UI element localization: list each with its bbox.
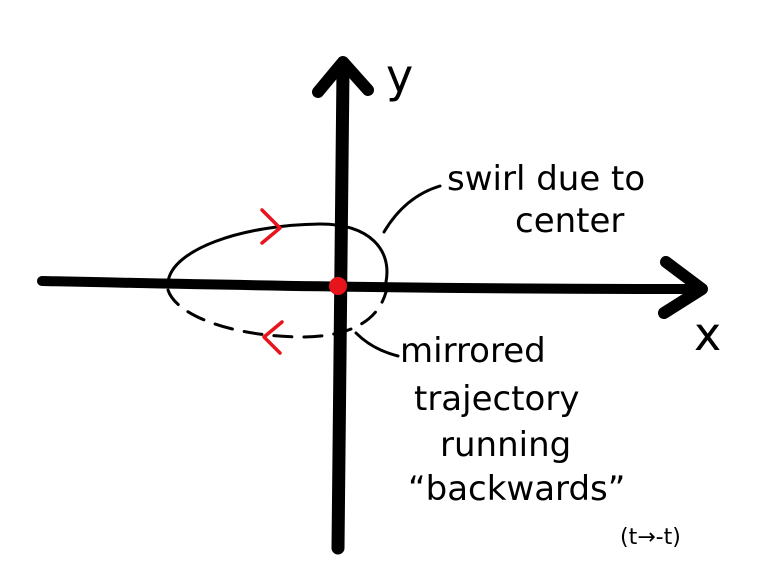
center-point — [329, 277, 347, 295]
mirrored-annotation: mirrored trajectory running “backwards” — [400, 331, 625, 509]
forward-direction-arrow — [260, 208, 282, 245]
mirrored-annotation-line-4: “backwards” — [408, 469, 625, 509]
time-reversal-label: (t→-t) — [620, 525, 681, 550]
swirl-annotation-line-1: swirl due to — [447, 159, 645, 199]
mirrored-annotation-line-1: mirrored — [400, 331, 546, 371]
y-axis-label: y — [386, 49, 413, 103]
swirl-annotation: swirl due to center — [447, 159, 645, 241]
mirrored-annotation-line-2: trajectory — [414, 379, 579, 419]
mirrored-annotation-line-3: running — [440, 425, 571, 465]
y-axis — [312, 56, 374, 555]
forward-trajectory — [166, 222, 389, 284]
swirl-leader-line — [382, 184, 442, 234]
swirl-annotation-line-2: center — [515, 201, 624, 241]
mirrored-leader-line — [354, 331, 400, 358]
x-axis-arrowhead — [658, 256, 708, 319]
y-axis-arrowhead — [312, 56, 374, 98]
mirrored-trajectory — [166, 288, 388, 339]
x-axis — [37, 256, 708, 319]
backward-direction-arrow — [262, 320, 284, 355]
x-axis-label: x — [694, 307, 721, 361]
